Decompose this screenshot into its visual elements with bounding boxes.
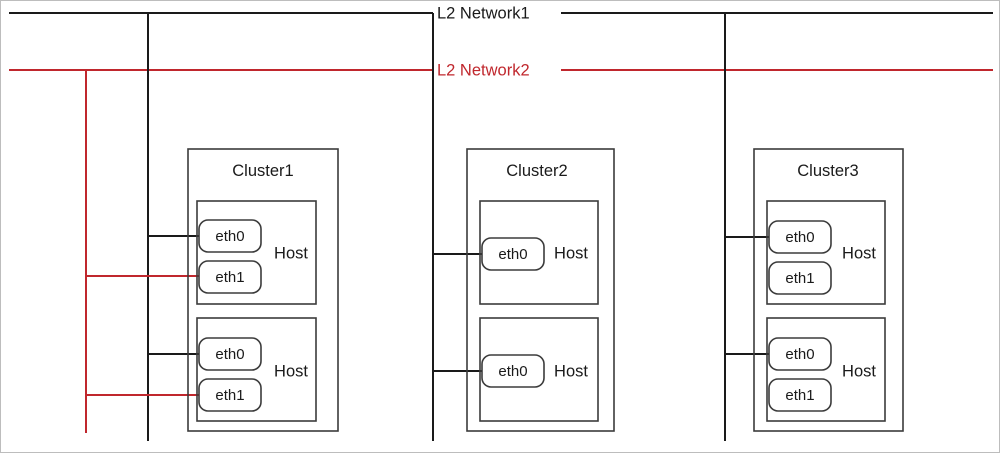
cluster1-host1-eth0-label: eth0 — [215, 228, 244, 245]
cluster2-group[interactable]: Cluster2 Host eth0 Host eth0 — [466, 148, 615, 432]
cluster1-host1-eth0-box[interactable] — [198, 219, 262, 253]
cluster1-host2-eth1-label: eth1 — [215, 387, 244, 404]
cluster1-host1-box[interactable] — [196, 200, 317, 305]
cluster1-host1-label: Host — [274, 244, 308, 262]
cluster2-host1-eth0-box[interactable] — [481, 237, 545, 271]
cluster1-host1-eth1-label: eth1 — [215, 269, 244, 286]
cluster3-host2[interactable]: Host eth0 eth1 — [766, 317, 886, 422]
cluster1-host1-eth1-box[interactable] — [198, 260, 262, 294]
cluster2-host2-label: Host — [554, 362, 588, 380]
cluster2-host1-box[interactable] — [479, 200, 599, 305]
cluster1-host2-eth0-label: eth0 — [215, 346, 244, 363]
cluster3-box[interactable] — [753, 148, 904, 432]
cluster1-host1[interactable]: Host eth0 eth1 — [196, 200, 317, 305]
cluster3-host1-eth0-label: eth0 — [785, 229, 814, 246]
cluster1-host2-eth0-box[interactable] — [198, 337, 262, 371]
cluster3-host1-eth1-label: eth1 — [785, 270, 814, 287]
cluster3-title: Cluster3 — [797, 162, 858, 180]
cluster3-host1-eth1-box[interactable] — [768, 261, 832, 295]
cluster2-host2-box[interactable] — [479, 317, 599, 422]
cluster2-host2-eth0-label: eth0 — [498, 363, 527, 380]
cluster3-host1-eth0-box[interactable] — [768, 220, 832, 254]
cluster2-host2-eth0-box[interactable] — [481, 354, 545, 388]
cluster1-group[interactable]: Cluster1 Host eth0 eth1 Host eth0 eth1 — [187, 148, 339, 432]
l2-network2-group: L2 Network2 — [9, 61, 993, 79]
l2-network1-label: L2 Network1 — [437, 4, 530, 22]
cluster3-host2-box[interactable] — [766, 317, 886, 422]
cluster1-host2-label: Host — [274, 362, 308, 380]
cluster2-title: Cluster2 — [506, 162, 567, 180]
cluster3-host1-label: Host — [842, 244, 876, 262]
cluster3-host2-label: Host — [842, 362, 876, 380]
l2-network1-group: L2 Network1 — [9, 4, 993, 22]
cluster2-host1-label: Host — [554, 244, 588, 262]
cluster2-host1[interactable]: Host eth0 — [479, 200, 599, 305]
cluster2-box[interactable] — [466, 148, 615, 432]
cluster2-host2[interactable]: Host eth0 — [479, 317, 599, 422]
cluster1-host2[interactable]: Host eth0 eth1 — [196, 317, 317, 422]
cluster1-host2-eth1-box[interactable] — [198, 378, 262, 412]
cluster2-host1-eth0-label: eth0 — [498, 246, 527, 263]
cluster3-host1-box[interactable] — [766, 200, 886, 305]
cluster3-host2-eth0-label: eth0 — [785, 346, 814, 363]
cluster3-group[interactable]: Cluster3 Host eth0 eth1 Host eth0 eth1 — [753, 148, 904, 432]
cluster3-host1[interactable]: Host eth0 eth1 — [766, 200, 886, 305]
cluster3-host2-eth1-label: eth1 — [785, 387, 814, 404]
cluster3-host2-eth1-box[interactable] — [768, 378, 832, 412]
cluster1-title: Cluster1 — [232, 162, 293, 180]
cluster3-host2-eth0-box[interactable] — [768, 337, 832, 371]
cluster1-host2-box[interactable] — [196, 317, 317, 422]
cluster1-box[interactable] — [187, 148, 339, 432]
l2-network2-label: L2 Network2 — [437, 61, 530, 79]
